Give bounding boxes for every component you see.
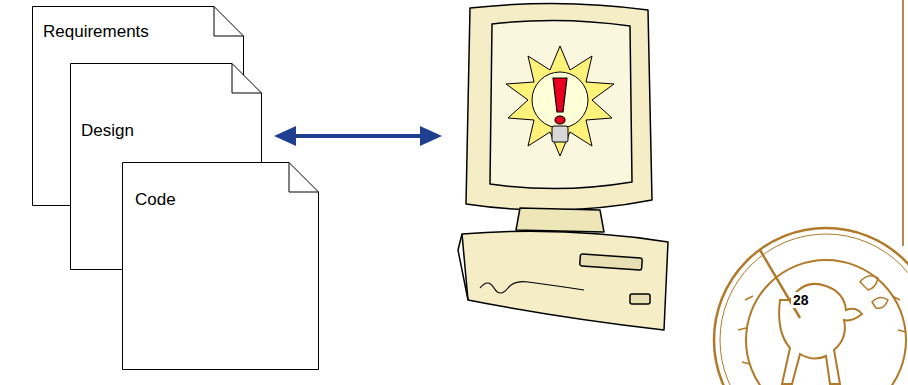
edge-rule [902, 0, 904, 246]
page-number: 28 [791, 292, 811, 308]
university-seal [714, 228, 908, 385]
computer-illustration [458, 3, 668, 330]
double-arrow [274, 126, 442, 146]
document-title: Requirements [43, 22, 149, 42]
document-node: Code [122, 162, 319, 370]
document-title: Design [81, 121, 134, 141]
document-title: Code [135, 190, 176, 210]
